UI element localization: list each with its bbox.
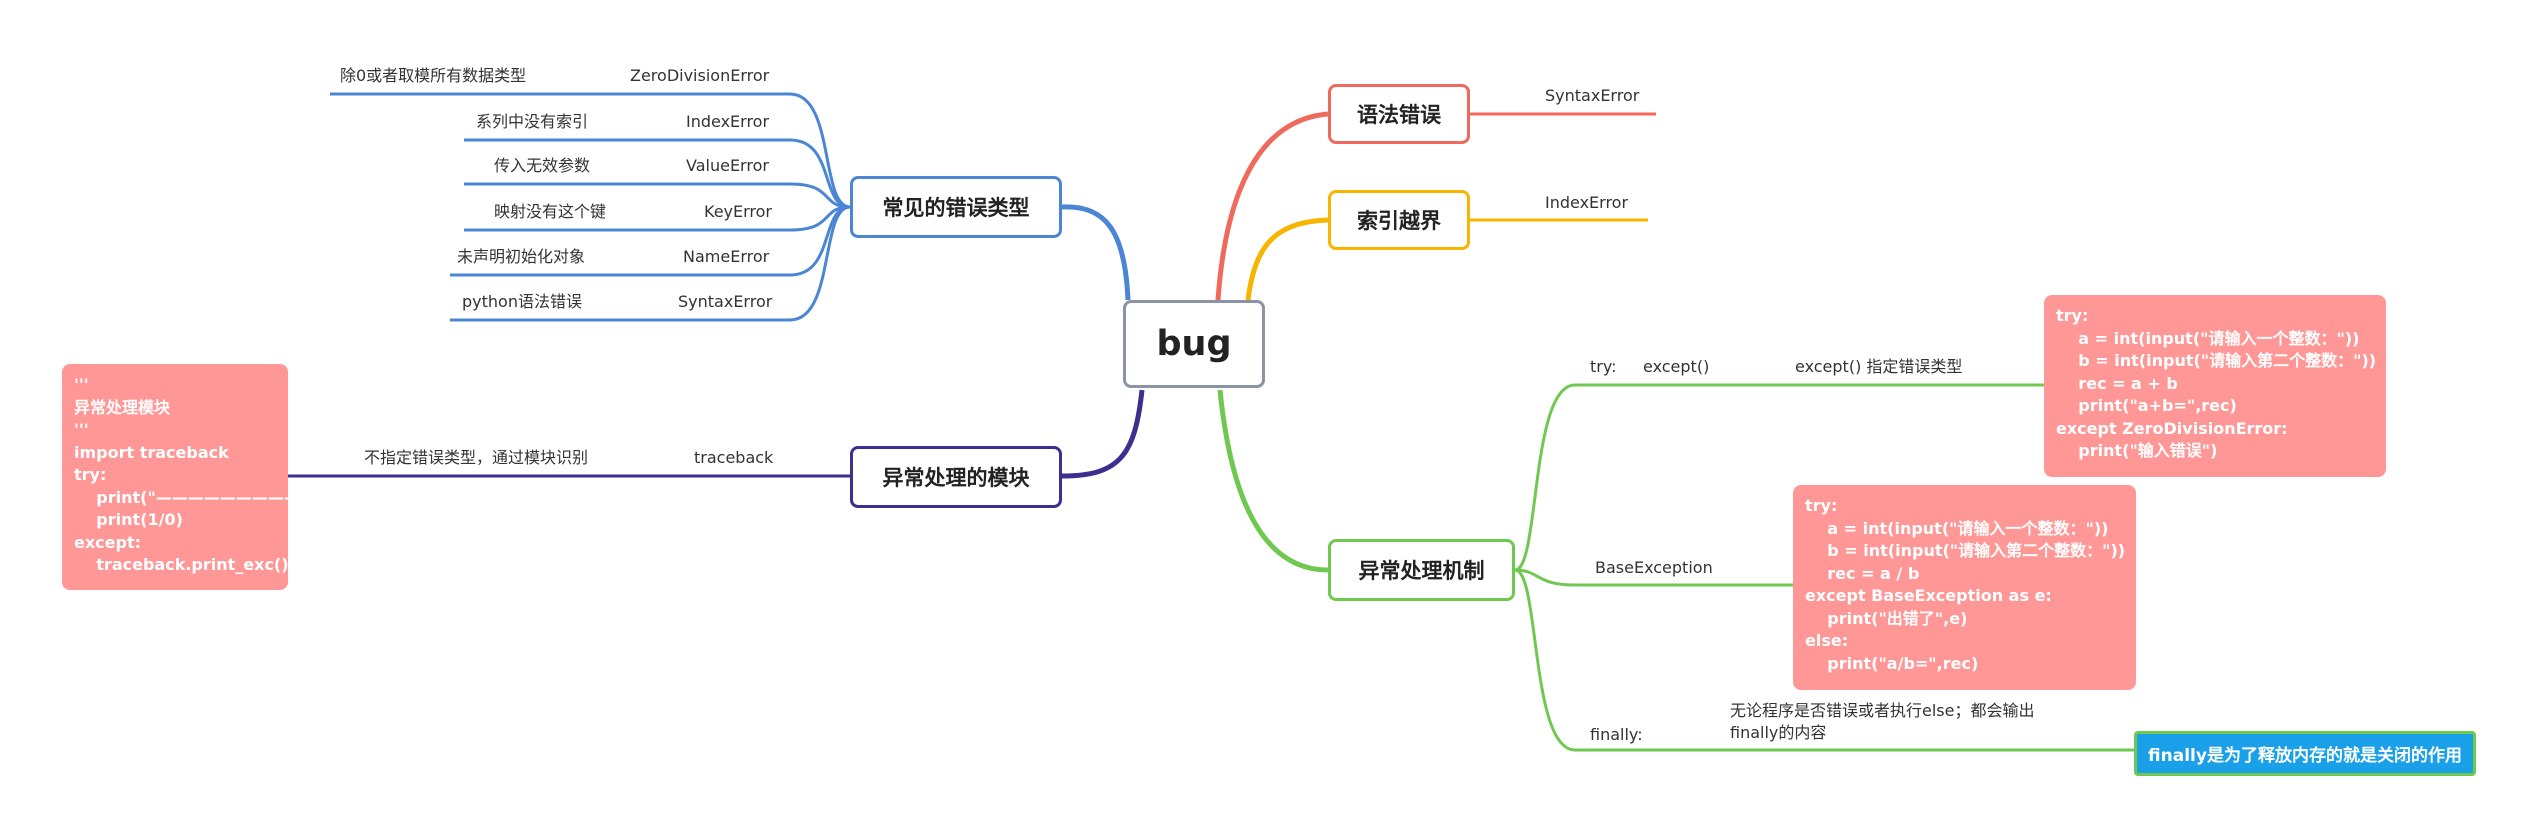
mechanism-except-label: except(): [1643, 357, 1710, 376]
common-item-desc: python语法错误: [462, 292, 582, 311]
edges-common-items: [330, 92, 851, 322]
mechanism-except-desc: except() 指定错误类型: [1795, 357, 1963, 376]
edge-root-index: [1245, 217, 1329, 301]
branch-index-label: 索引越界: [1357, 209, 1441, 233]
edge-root-common: [1061, 204, 1131, 301]
syntax-child-label: SyntaxError: [1545, 86, 1640, 105]
edge-root-module: [1061, 389, 1145, 479]
branch-exception-mechanism[interactable]: 异常处理机制: [1328, 539, 1515, 601]
try-except-code-block[interactable]: try: a = int(input("请输入一个整数：")) b = int(…: [2044, 295, 2386, 477]
common-item-error: ValueError: [686, 156, 769, 175]
common-item-desc: 传入无效参数: [494, 156, 591, 175]
common-item-error: ZeroDivisionError: [630, 66, 770, 85]
common-item-error: SyntaxError: [678, 292, 773, 311]
mechanism-try-label: try:: [1590, 357, 1617, 376]
branch-mechanism-label: 异常处理机制: [1358, 559, 1485, 583]
index-child-label: IndexError: [1545, 193, 1629, 212]
common-item-desc: 未声明初始化对象: [457, 247, 586, 266]
branch-exception-module[interactable]: 异常处理的模块: [850, 446, 1062, 508]
finally-note[interactable]: finally是为了释放内存的就是关闭的作用: [2134, 731, 2476, 776]
branch-common-errors[interactable]: 常见的错误类型: [850, 176, 1062, 238]
common-item-error: KeyError: [704, 202, 773, 221]
base-exception-code-block[interactable]: try: a = int(input("请输入一个整数：")) b = int(…: [1793, 485, 2136, 690]
common-item-desc: 系列中没有索引: [476, 112, 589, 131]
edges-mechanism: [1514, 383, 2134, 752]
branch-common-label: 常见的错误类型: [882, 196, 1030, 220]
module-child-label: traceback: [694, 448, 774, 467]
finally-desc-line1: 无论程序是否错误或者执行else；都会输出: [1730, 701, 2035, 720]
module-desc: 不指定错误类型，通过模块识别: [364, 448, 589, 467]
branch-syntax-label: 语法错误: [1357, 103, 1441, 127]
root-node[interactable]: bug: [1123, 300, 1265, 388]
mechanism-base-label: BaseException: [1595, 558, 1713, 577]
module-code-block[interactable]: ''' 异常处理模块 ''' import traceback try: pri…: [62, 364, 331, 590]
common-item-error: NameError: [683, 247, 770, 266]
branch-syntax-error[interactable]: 语法错误: [1328, 84, 1470, 144]
root-label: bug: [1156, 324, 1232, 364]
mechanism-finally-label: finally:: [1590, 725, 1643, 744]
common-item-desc: 映射没有这个键: [494, 202, 607, 221]
edge-root-mechanism: [1217, 389, 1329, 573]
finally-desc-line2: finally的内容: [1730, 723, 1827, 742]
branch-index-error[interactable]: 索引越界: [1328, 190, 1470, 250]
edge-root-syntax: [1215, 111, 1329, 301]
branch-module-label: 异常处理的模块: [882, 466, 1030, 490]
common-item-desc: 除0或者取模所有数据类型: [340, 66, 527, 85]
common-item-error: IndexError: [686, 112, 770, 131]
